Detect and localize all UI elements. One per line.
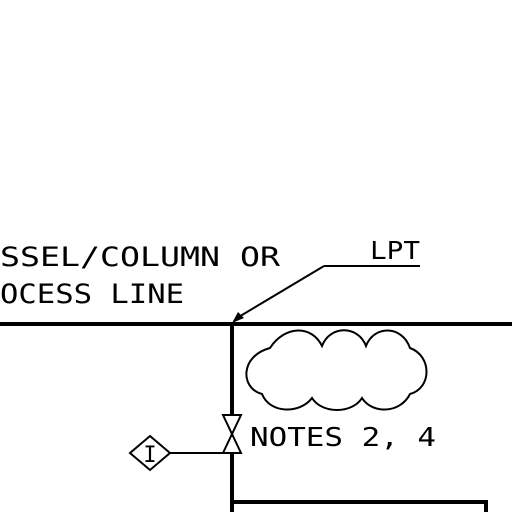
lpt-leader-line: [236, 265, 325, 319]
notes-label: NOTES 2, 4: [250, 423, 436, 453]
lpt-label: LPT: [370, 236, 420, 265]
equipment-outline: [232, 500, 488, 512]
instrument-label: I: [143, 443, 156, 468]
instrument-diamond-symbol: [128, 434, 172, 472]
revision-cloud: [245, 329, 428, 411]
vessel-label-line-1: SSEL/COLUMN OR: [0, 242, 281, 273]
vessel-label-line-2: OCESS LINE: [0, 279, 184, 310]
gate-valve-symbol: [221, 414, 243, 454]
lpt-leader-arrowhead: [232, 312, 244, 323]
